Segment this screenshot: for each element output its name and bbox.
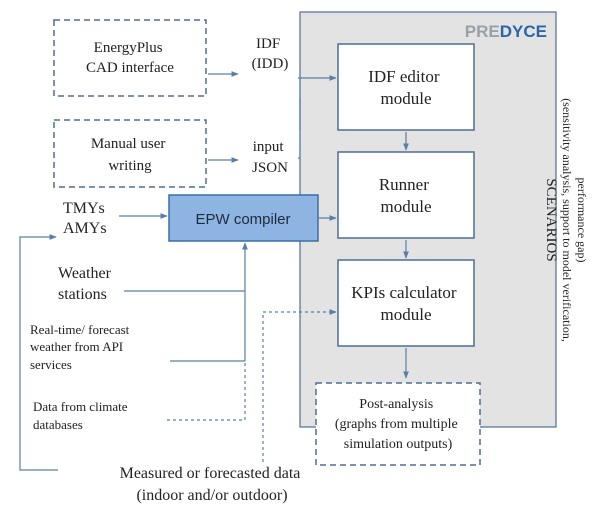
post-analysis-title: Post-analysis bbox=[359, 397, 433, 412]
svg-text:input JSON: input JSON bbox=[252, 139, 288, 176]
svg-text:KPIs calculator module: KPIs calculator module bbox=[351, 283, 461, 324]
kpis-label: KPIs calculator bbox=[351, 283, 457, 302]
energyplus-cad-box bbox=[53, 19, 207, 97]
predyce-logo-pre: PRE bbox=[465, 22, 500, 41]
json-label: JSON bbox=[252, 160, 288, 176]
idf-editor-module-box bbox=[337, 43, 475, 131]
svg-text:Runner module: Runner module bbox=[379, 175, 433, 216]
scenarios-title: SCENARIOS bbox=[543, 178, 559, 261]
post-analysis-box bbox=[315, 382, 481, 466]
idf-editor-module-label: module bbox=[381, 89, 432, 108]
measured-dashed-to-kpis bbox=[262, 309, 337, 462]
tmys-label: TMYs bbox=[63, 200, 105, 217]
weather-label: Weather bbox=[58, 265, 112, 282]
svg-text:Manual user writing: Manual user writing bbox=[91, 136, 169, 174]
svg-text:Real-time/ forecast weathe: Real-time/ forecast weather from API ser… bbox=[30, 322, 133, 372]
predyce-logo-dyce: DYCE bbox=[500, 22, 547, 41]
kpis-module-box bbox=[337, 259, 475, 347]
measured-line1: Measured or forecasted data bbox=[120, 465, 301, 482]
amys-label: AMYs bbox=[63, 220, 107, 237]
writing-label: writing bbox=[108, 158, 152, 174]
api-line1: Real-time/ forecast bbox=[30, 322, 130, 337]
predyce-logo: PREDYCE bbox=[465, 22, 547, 41]
svg-text:Weather stations: Weather stations bbox=[58, 265, 115, 303]
manual-user-label: Manual user bbox=[91, 136, 166, 152]
api-line3: services bbox=[30, 357, 72, 372]
epw-compiler-box bbox=[168, 194, 319, 242]
svg-text:Data from climate database: Data from climate databases bbox=[33, 399, 131, 432]
svg-text:EnergyPlus CAD interface: EnergyPlus CAD interface bbox=[86, 40, 174, 76]
api-line2: weather from API bbox=[30, 339, 123, 354]
svg-text:TMYs AMYs: TMYs AMYs bbox=[63, 200, 109, 237]
idf-editor-label: IDF editor bbox=[368, 67, 440, 86]
stations-label: stations bbox=[58, 286, 107, 303]
svg-text:IDF (IDD): IDF (IDD) bbox=[252, 36, 289, 72]
svg-text:IDF editor module: IDF editor module bbox=[368, 67, 444, 108]
climate-db-line2: databases bbox=[33, 417, 83, 432]
runner-module-box bbox=[337, 151, 475, 239]
climate-db-line1: Data from climate bbox=[33, 399, 128, 414]
manual-writing-box bbox=[53, 119, 207, 188]
measured-line2: (indoor and/or outdoor) bbox=[136, 487, 287, 504]
scenarios-line1: (sensitivity analysis, support to model … bbox=[560, 98, 574, 342]
epw-compiler-label: EPW compiler bbox=[195, 211, 290, 228]
cad-interface-label: CAD interface bbox=[86, 60, 174, 76]
svg-text:Measured or forecasted data: Measured or forecasted data (indoor and/… bbox=[120, 465, 305, 504]
post-analysis-line2: (graphs from multiple bbox=[335, 417, 458, 432]
post-analysis-line3: simulation outputs) bbox=[344, 437, 453, 452]
climate-db-dashed-connector bbox=[167, 361, 246, 421]
kpis-module-label: module bbox=[381, 305, 432, 324]
idd-label: (IDD) bbox=[252, 56, 289, 72]
input-label: input bbox=[253, 139, 285, 155]
measured-to-tmy-loop bbox=[19, 234, 58, 471]
runner-label: Runner bbox=[379, 175, 429, 194]
energyplus-label: EnergyPlus bbox=[94, 40, 163, 56]
idf-label: IDF bbox=[256, 36, 280, 52]
scenarios-line2: performance gap) bbox=[575, 178, 589, 263]
svg-text:Post-analysis (graphs from: Post-analysis (graphs from multiple simu… bbox=[335, 397, 461, 452]
json-connector bbox=[298, 98, 301, 159]
runner-module-label: module bbox=[381, 197, 432, 216]
